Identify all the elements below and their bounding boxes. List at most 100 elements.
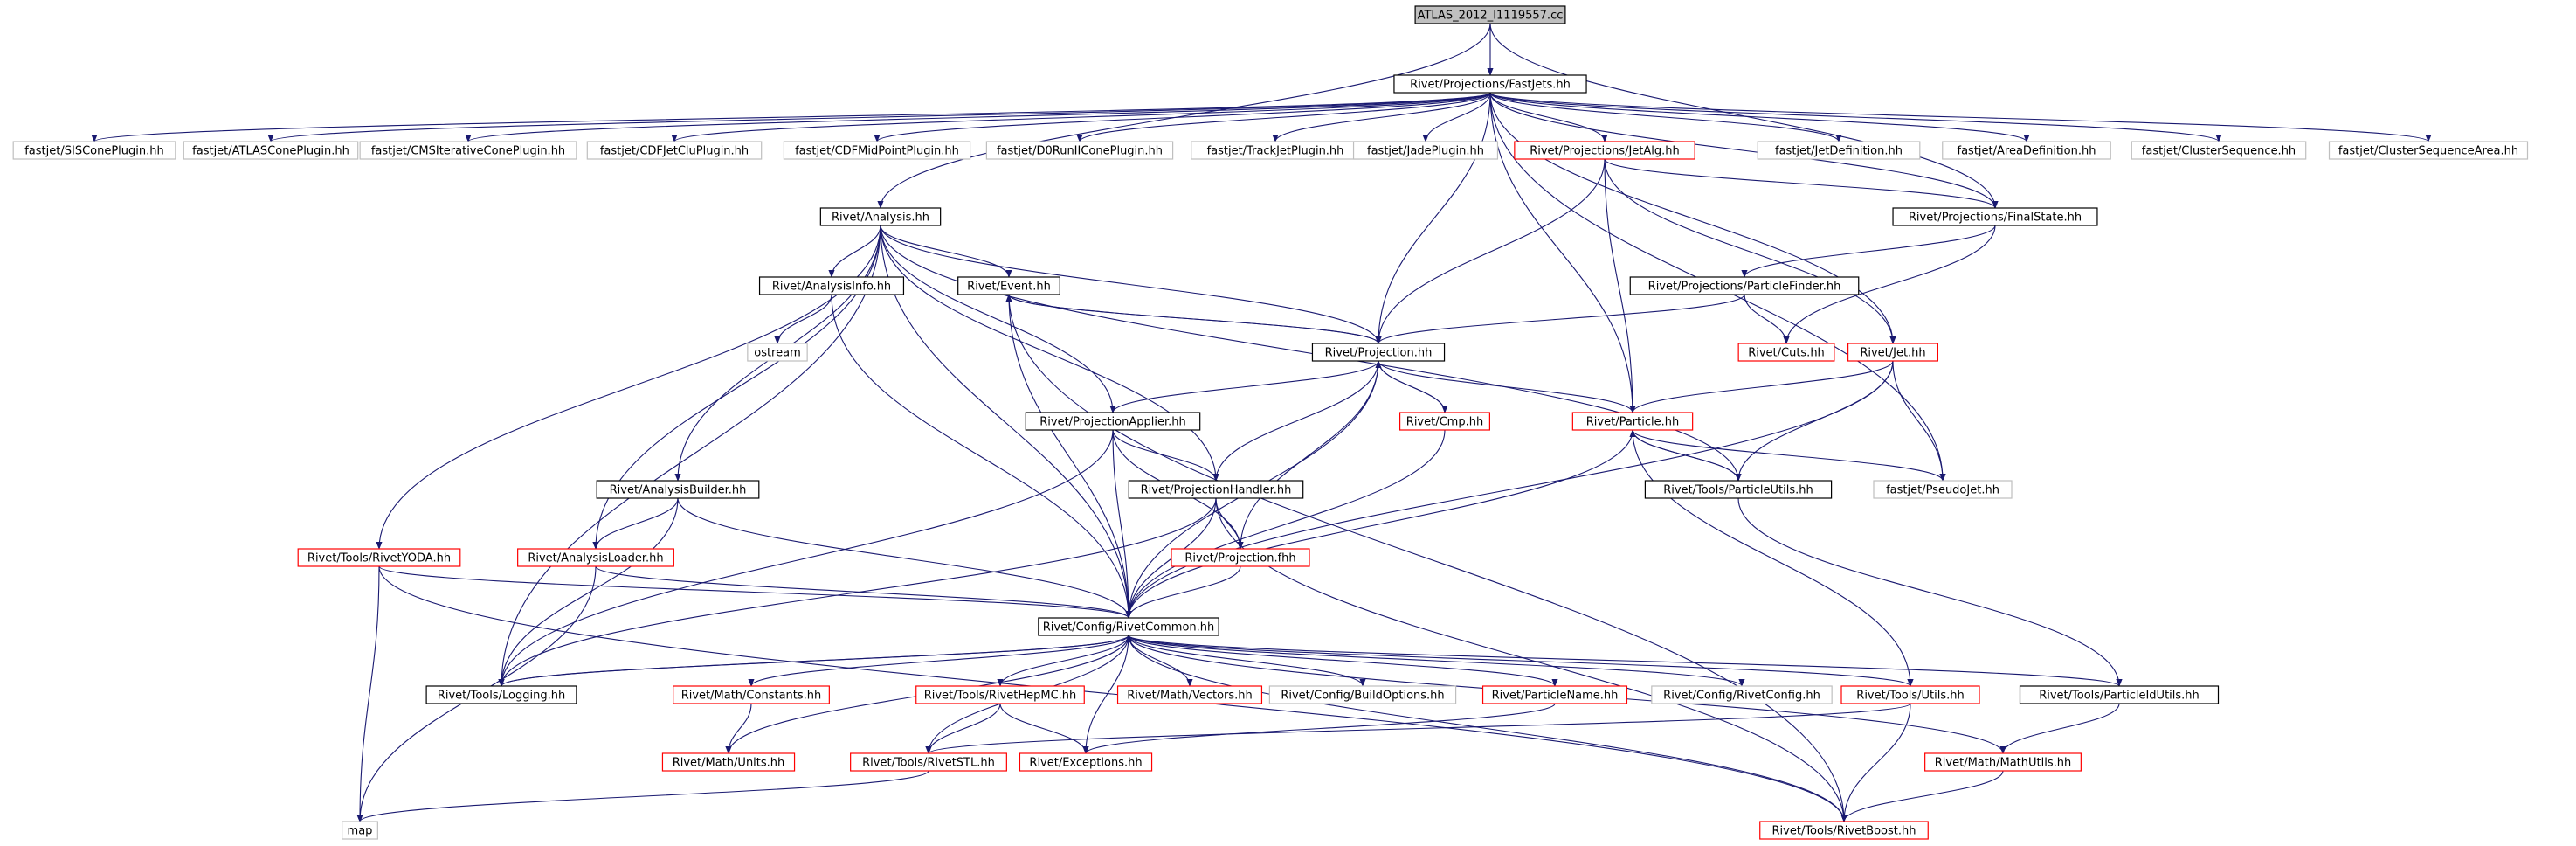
edge-fastjets-to-clseq (1489, 92, 2222, 142)
node-fastjets[interactable]: Rivet/Projections/FastJets.hh (1393, 74, 1587, 94)
node-root[interactable]: ATLAS_2012_I1119557.cc (1414, 5, 1566, 24)
edge-finalstate-to-particlefinder (1741, 225, 1996, 278)
edge-projfhh-to-rivetcommon (1125, 565, 1241, 619)
edge-analysis-to-analysisloader (592, 225, 881, 550)
node-box (1116, 685, 1263, 704)
node-clseqarea[interactable]: fastjet/ClusterSequenceArea.hh (2328, 141, 2529, 160)
node-rivethepmc[interactable]: Rivet/Tools/RivetHepMC.hh (915, 685, 1085, 704)
node-box (1892, 207, 2098, 226)
node-analysisbuilder[interactable]: Rivet/AnalysisBuilder.hh (596, 480, 760, 499)
edge-particlename-to-exceptions (1082, 703, 1556, 754)
edge-fastjets-to-atlascone (267, 92, 1491, 142)
node-label: Rivet/Math/Vectors.hh (1127, 690, 1253, 703)
edge-particlefinder-to-projection (1375, 294, 1745, 344)
node-pseudojet[interactable]: fastjet/PseudoJet.hh (1873, 480, 2013, 499)
node-box (517, 548, 674, 567)
node-jetalg[interactable]: Rivet/Projections/JetAlg.hh (1514, 141, 1695, 160)
edge-fastjets-to-particle (1489, 92, 1636, 413)
node-cdfjetclu[interactable]: fastjet/CDFJetCluPlugin.hh (586, 141, 763, 160)
node-label: Rivet/Math/Constants.hh (681, 690, 822, 703)
node-projhandler[interactable]: Rivet/ProjectionHandler.hh (1128, 480, 1304, 499)
edge-rivetcommon-to-utils (1128, 634, 1914, 687)
node-analysisinfo[interactable]: Rivet/AnalysisInfo.hh (758, 276, 905, 295)
edge-jet-to-particle (1629, 360, 1894, 413)
edge-fastjets-to-cdfjetclu (671, 92, 1491, 142)
node-cmp[interactable]: Rivet/Cmp.hh (1398, 412, 1490, 431)
edge-fastjets-to-jetalg (1489, 92, 1608, 142)
node-box (359, 141, 577, 160)
edge-event-to-rivetboost (1008, 294, 1847, 822)
node-rivetcommon[interactable]: Rivet/Config/RivetCommon.hh (1038, 617, 1219, 636)
node-atlascone[interactable]: fastjet/ATLASConePlugin.hh (183, 141, 359, 160)
node-exceptions[interactable]: Rivet/Exceptions.hh (1019, 752, 1153, 772)
node-particleutils[interactable]: Rivet/Tools/ParticleUtils.hh (1644, 480, 1833, 499)
node-particlename[interactable]: Rivet/ParticleName.hh (1481, 685, 1628, 704)
node-jetdef[interactable]: fastjet/JetDefinition.hh (1757, 141, 1921, 160)
edge-rivetcommon-to-particlename (1128, 634, 1558, 687)
edge-utils-to-rivetboost (1840, 703, 1911, 822)
node-event[interactable]: Rivet/Event.hh (957, 276, 1060, 295)
node-projection[interactable]: Rivet/Projection.hh (1311, 343, 1446, 362)
node-map[interactable]: map (342, 821, 378, 840)
node-box (747, 343, 808, 362)
node-projapplier[interactable]: Rivet/ProjectionApplier.hh (1025, 412, 1201, 431)
node-label: Rivet/ProjectionApplier.hh (1039, 416, 1185, 429)
node-box (1651, 685, 1833, 704)
node-label: Rivet/Config/RivetConfig.hh (1663, 690, 1820, 703)
node-analysisloader[interactable]: Rivet/AnalysisLoader.hh (517, 548, 674, 567)
node-particlefinder[interactable]: Rivet/Projections/ParticleFinder.hh (1629, 276, 1860, 295)
node-label: fastjet/CDFMidPointPlugin.hh (795, 145, 959, 158)
edge-jet-to-particleutils (1735, 360, 1894, 482)
node-areadef[interactable]: fastjet/AreaDefinition.hh (1942, 141, 2111, 160)
node-clseq[interactable]: fastjet/ClusterSequence.hh (2131, 141, 2307, 160)
node-siscone[interactable]: fastjet/SISConePlugin.hh (12, 141, 176, 160)
node-mathutils[interactable]: Rivet/Math/MathUtils.hh (1924, 752, 2082, 772)
node-utils[interactable]: Rivet/Tools/Utils.hh (1840, 685, 1980, 704)
node-finalstate[interactable]: Rivet/Projections/FinalState.hh (1892, 207, 2098, 226)
node-rivetyoda[interactable]: Rivet/Tools/RivetYODA.hh (297, 548, 461, 567)
edge-fastjets-to-finalstate (1489, 92, 1999, 209)
node-analysis[interactable]: Rivet/Analysis.hh (819, 207, 942, 226)
node-rivetstl[interactable]: Rivet/Tools/RivetSTL.hh (850, 752, 1007, 772)
edge-particle-to-rivetcommon (1125, 429, 1633, 619)
node-box (1481, 685, 1628, 704)
edge-particleutils-to-particle (1629, 429, 1739, 482)
node-box (1571, 412, 1694, 431)
edge-finalstate-to-cuts (1783, 225, 1996, 344)
node-jade[interactable]: fastjet/JadePlugin.hh (1352, 141, 1499, 160)
node-trackjet[interactable]: fastjet/TrackJetPlugin.hh (1191, 141, 1360, 160)
node-box (342, 821, 378, 840)
node-buildoptions[interactable]: Rivet/Config/BuildOptions.hh (1268, 685, 1457, 704)
dependency-nodes: ATLAS_2012_I1119557.ccRivet/Projections/… (12, 5, 2529, 840)
node-jet[interactable]: Rivet/Jet.hh (1847, 343, 1939, 362)
node-projfhh[interactable]: Rivet/Projection.fhh (1171, 548, 1310, 567)
node-cdfmid[interactable]: fastjet/CDFMidPointPlugin.hh (783, 141, 971, 160)
edge-particleidutils-to-mathutils (1999, 703, 2120, 754)
node-box (1644, 480, 1833, 499)
node-label: Rivet/Cuts.hh (1748, 347, 1825, 360)
node-rivetboost[interactable]: Rivet/Tools/RivetBoost.hh (1759, 821, 1929, 840)
node-label: Rivet/Tools/RivetHepMC.hh (924, 690, 1077, 703)
node-cmsiter[interactable]: fastjet/CMSIterativeConePlugin.hh (359, 141, 577, 160)
node-box (758, 276, 905, 295)
node-vectors[interactable]: Rivet/Math/Vectors.hh (1116, 685, 1263, 704)
node-cuts[interactable]: Rivet/Cuts.hh (1737, 343, 1835, 362)
node-constants[interactable]: Rivet/Math/Constants.hh (673, 685, 830, 704)
node-rivetconfig[interactable]: Rivet/Config/RivetConfig.hh (1651, 685, 1833, 704)
edge-analysisbuilder-to-logging (498, 497, 679, 687)
edge-particlefinder-to-cuts (1744, 294, 1790, 344)
node-particleidutils[interactable]: Rivet/Tools/ParticleIdUtils.hh (2019, 685, 2220, 704)
node-box (1268, 685, 1457, 704)
edge-fastjets-to-trackjet (1272, 92, 1491, 142)
node-label: fastjet/JetDefinition.hh (1775, 145, 1903, 158)
node-logging[interactable]: Rivet/Tools/Logging.hh (425, 685, 577, 704)
node-ostream[interactable]: ostream (747, 343, 808, 362)
node-box (1038, 617, 1219, 636)
node-label: Rivet/AnalysisLoader.hh (528, 552, 663, 565)
node-d0run2[interactable]: fastjet/D0RunIIConePlugin.hh (985, 141, 1174, 160)
node-particle[interactable]: Rivet/Particle.hh (1571, 412, 1694, 431)
node-box (1311, 343, 1446, 362)
node-label: Rivet/Math/Units.hh (673, 757, 785, 770)
node-label: Rivet/Projection.hh (1325, 347, 1433, 360)
node-units[interactable]: Rivet/Math/Units.hh (661, 752, 796, 772)
